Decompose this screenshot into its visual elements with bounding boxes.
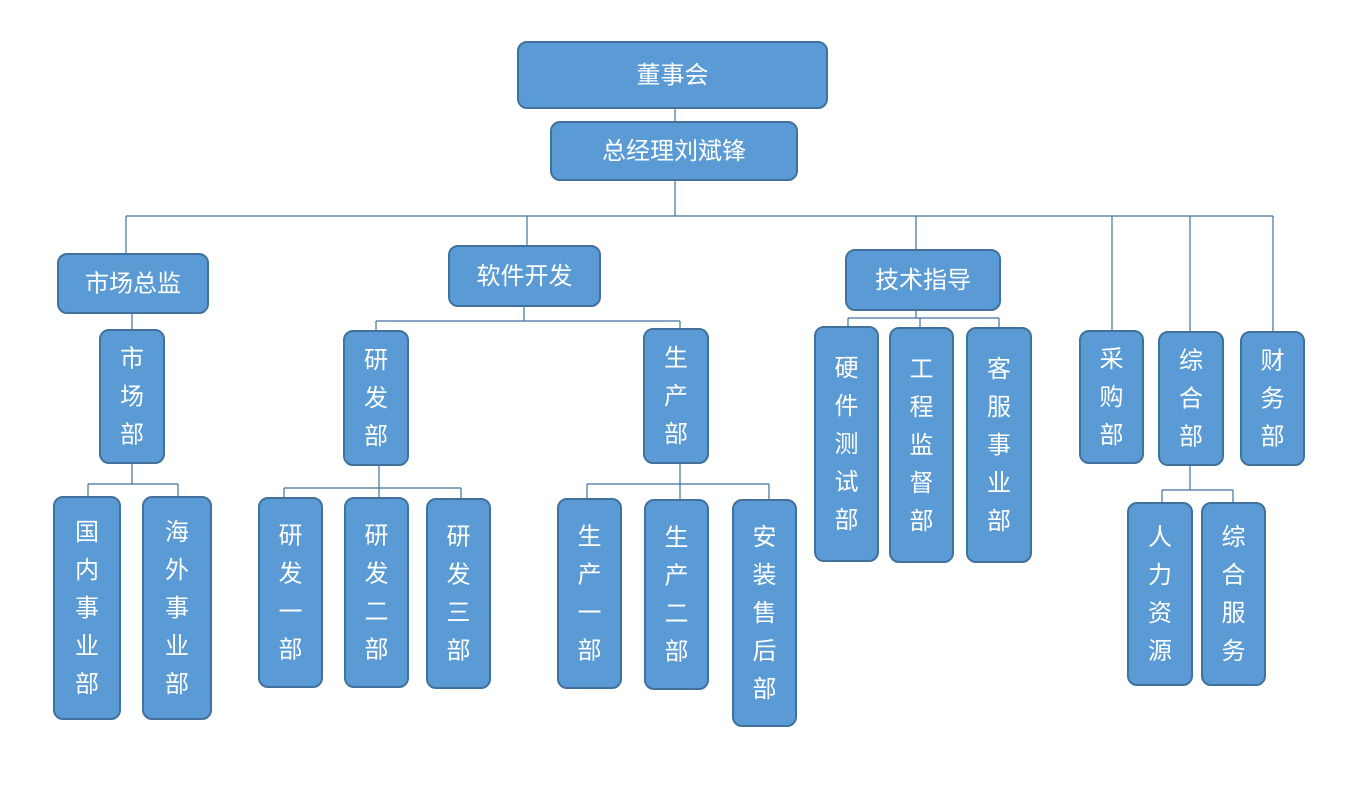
software-dev-box-label: 软件开发: [477, 262, 573, 290]
engineering-supervision-box-label: 工程监督部: [910, 355, 934, 535]
overseas-business-box-shape: [142, 496, 212, 720]
general-manager-box: 总经理刘斌锋: [550, 121, 798, 181]
production-dept-box-label: 生产部: [664, 344, 688, 448]
finance-box-label: 财务部: [1261, 347, 1285, 451]
hardware-testing-box: 硬件测试部: [814, 326, 879, 562]
engineering-supervision-box: 工程监督部: [889, 327, 954, 563]
market-director-box-shape: [57, 253, 209, 314]
customer-service-box-shape: [966, 327, 1032, 563]
rd-dept-box: 研发部: [343, 330, 409, 466]
domestic-business-box-shape: [53, 496, 121, 720]
domestic-business-box-label: 国内事业部: [75, 518, 99, 698]
rd-2-box: 研发二部: [344, 497, 409, 688]
overseas-business-box-label: 海外事业部: [165, 518, 189, 698]
install-after-sales-box-label: 安装售后部: [753, 523, 777, 703]
rd-3-box-shape: [426, 498, 491, 689]
rd-1-box-shape: [258, 497, 323, 688]
customer-service-box: 客服事业部: [966, 327, 1032, 563]
general-manager-box-label: 总经理刘斌锋: [602, 137, 746, 165]
install-after-sales-box-shape: [732, 499, 797, 727]
software-dev-box-shape: [448, 245, 601, 307]
rd-dept-box-shape: [343, 330, 409, 466]
hardware-testing-box-label: 硬件测试部: [835, 354, 859, 534]
production-2-box: 生产二部: [644, 499, 709, 690]
general-dept-box-label: 综合部: [1179, 347, 1203, 451]
market-director-box-label: 市场总监: [85, 270, 181, 298]
finance-box: 财务部: [1240, 331, 1305, 466]
overseas-business-box: 海外事业部: [142, 496, 212, 720]
production-1-box-label: 生产一部: [578, 523, 602, 665]
general-services-box-shape: [1201, 502, 1266, 686]
production-2-box-shape: [644, 499, 709, 690]
domestic-business-box: 国内事业部: [53, 496, 121, 720]
production-1-box-shape: [557, 498, 622, 689]
rd-1-box: 研发一部: [258, 497, 323, 688]
software-dev-box: 软件开发: [448, 245, 601, 307]
general-dept-box-shape: [1158, 331, 1224, 466]
production-dept-box: 生产部: [643, 328, 709, 464]
engineering-supervision-box-shape: [889, 327, 954, 563]
production-2-box-label: 生产二部: [665, 524, 689, 666]
market-dept-box-shape: [99, 329, 165, 464]
rd-dept-box-label: 研发部: [364, 346, 388, 450]
rd-2-box-shape: [344, 497, 409, 688]
human-resources-box-label: 人力资源: [1148, 523, 1172, 665]
board-box-label: 董事会: [637, 61, 709, 89]
production-dept-box-shape: [643, 328, 709, 464]
market-director-box: 市场总监: [57, 253, 209, 314]
general-dept-box: 综合部: [1158, 331, 1224, 466]
purchasing-box-shape: [1079, 330, 1144, 464]
market-dept-box: 市场部: [99, 329, 165, 464]
hardware-testing-box-shape: [814, 326, 879, 562]
rd-3-box-label: 研发三部: [447, 523, 471, 665]
board-box-shape: [517, 41, 828, 109]
rd-2-box-label: 研发二部: [365, 522, 389, 664]
market-dept-box-label: 市场部: [120, 345, 144, 449]
install-after-sales-box: 安装售后部: [732, 499, 797, 727]
purchasing-box: 采购部: [1079, 330, 1144, 464]
production-1-box: 生产一部: [557, 498, 622, 689]
connector-lines: [87, 108, 1274, 503]
customer-service-box-label: 客服事业部: [987, 355, 1011, 535]
tech-guidance-box-label: 技术指导: [875, 266, 971, 294]
human-resources-box: 人力资源: [1127, 502, 1193, 686]
tech-guidance-box: 技术指导: [845, 249, 1001, 311]
general-services-box-label: 综合服务: [1222, 523, 1246, 665]
purchasing-box-label: 采购部: [1100, 345, 1124, 449]
tech-guidance-box-shape: [845, 249, 1001, 311]
finance-box-shape: [1240, 331, 1305, 466]
general-manager-box-shape: [550, 121, 798, 181]
human-resources-box-shape: [1127, 502, 1193, 686]
general-services-box: 综合服务: [1201, 502, 1266, 686]
board-box: 董事会: [517, 41, 828, 109]
rd-1-box-label: 研发一部: [279, 522, 303, 664]
rd-3-box: 研发三部: [426, 498, 491, 689]
